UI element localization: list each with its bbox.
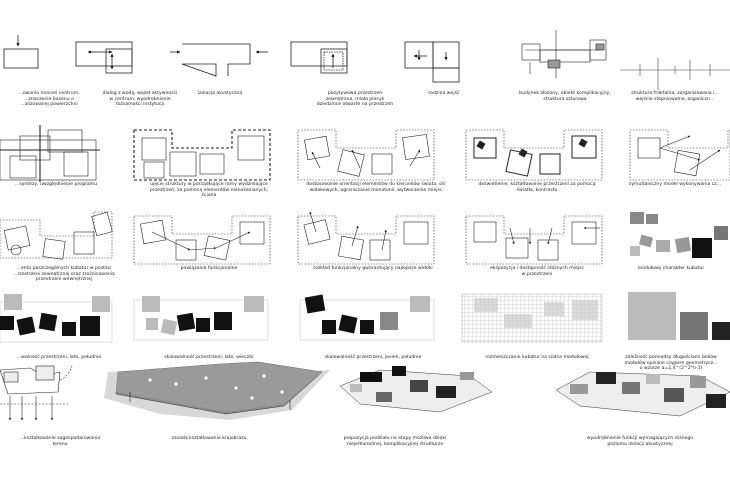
caption-r5-c1: ...kształtowanie zagospodarowania terenu (19, 436, 101, 447)
caption-r1-c6: budynek złożony, obiekt komplikacyjny, s… (519, 91, 611, 102)
caption-r2-c5: symultaniczny model wykonywania cz... (628, 182, 722, 187)
diagram-scalability-autumn-noon (299, 294, 435, 341)
diagram-acoustic-levels (555, 371, 730, 417)
caption-r5-c3: propozycja podziału na etapy możliwa dzi… (343, 436, 447, 447)
diagram-synthesis (0, 125, 100, 182)
diagram-complex-building (521, 30, 607, 78)
diagram-site-development (0, 365, 73, 421)
caption-r1-c4: pozytywowa przestrzeń zewnętrzna, miała … (316, 91, 394, 108)
caption-r1-c7: struktura fraktalna, zorganizowana i... … (631, 91, 719, 102)
caption-r3-c2: powiązania funkcjonalne (180, 266, 238, 271)
diagram-fractal-structure (620, 58, 730, 90)
caption-r4-c3: skalowalność przestrzeni, jesień, połudn… (324, 355, 422, 360)
diagram-acoustic-isolation (170, 43, 268, 77)
caption-r2-c3: dostosowanie orientacji elementów do kie… (306, 182, 446, 193)
caption-r3-c5: modułowy charakter kubatur (637, 266, 705, 271)
diagram-modular-grid (461, 293, 603, 343)
diagram-exposure (465, 215, 603, 265)
diagram-daylight (465, 129, 603, 181)
caption-r5-c4: wyodrębnienie funkcji wymagających różne… (586, 436, 694, 447)
diagram-stage-division (339, 366, 493, 413)
diagram-scalability-summer-evening (133, 296, 269, 341)
diagram-orientation (297, 129, 435, 181)
caption-r3-c4: ekspozycja i dostępność stożnych miejsc … (489, 266, 585, 277)
caption-r1-c5: rodzina wejść (428, 91, 460, 96)
caption-r2-c2: ujęcie struktury w porządkujące ramy wyd… (149, 182, 269, 199)
caption-r4-c2: skalowalność przestrzeni, lato, wieczór (164, 355, 254, 360)
diagram-strong-center (3, 35, 39, 69)
caption-r3-c3: rozkład funkcjonalny gwarantujący najlep… (313, 266, 433, 271)
caption-r1-c2: dialog z wodą, wązeł aktywności w centru… (102, 91, 178, 108)
diagram-water-dialog (75, 41, 133, 74)
caption-r2-c4: doświetlenie, kształtowanie przestrzeni … (478, 182, 596, 193)
caption-r4-c4: rozmieszczanie kubatur na siatce modułow… (485, 355, 589, 360)
diagram-modular-volumes (630, 212, 728, 258)
diagram-frame-structure (133, 129, 271, 181)
caption-r3-c1: ...entu poszczególnych kubatur w postaci… (13, 266, 115, 283)
caption-r1-c3: izolacja akustyczna (197, 91, 243, 96)
diagram-simultaneous-model (629, 129, 730, 181)
diagram-functional-links (133, 215, 271, 265)
diagram-volume-placement (0, 211, 113, 260)
diagram-positive-space (290, 41, 348, 74)
diagram-landscape-principle (104, 361, 330, 420)
caption-r2-c1: ...syntezy, uwzględnienie programu (14, 182, 98, 187)
caption-r5-c2: zasada kształtowania krajobrazu (171, 436, 247, 441)
diagram-scalability-summer-noon (0, 294, 113, 343)
diagram-best-views (297, 211, 435, 265)
diagram-entrance-family (404, 41, 460, 83)
caption-r4-c1: ...walność przestrzeni, lato, południe (16, 355, 102, 360)
caption-r1-c1: ...owania mocnei centrum, ...znaczenie b… (18, 91, 80, 108)
diagram-geometric-sequence (628, 292, 730, 340)
caption-r4-c5: zależność pomiędzy długościami boków mod… (624, 355, 718, 372)
